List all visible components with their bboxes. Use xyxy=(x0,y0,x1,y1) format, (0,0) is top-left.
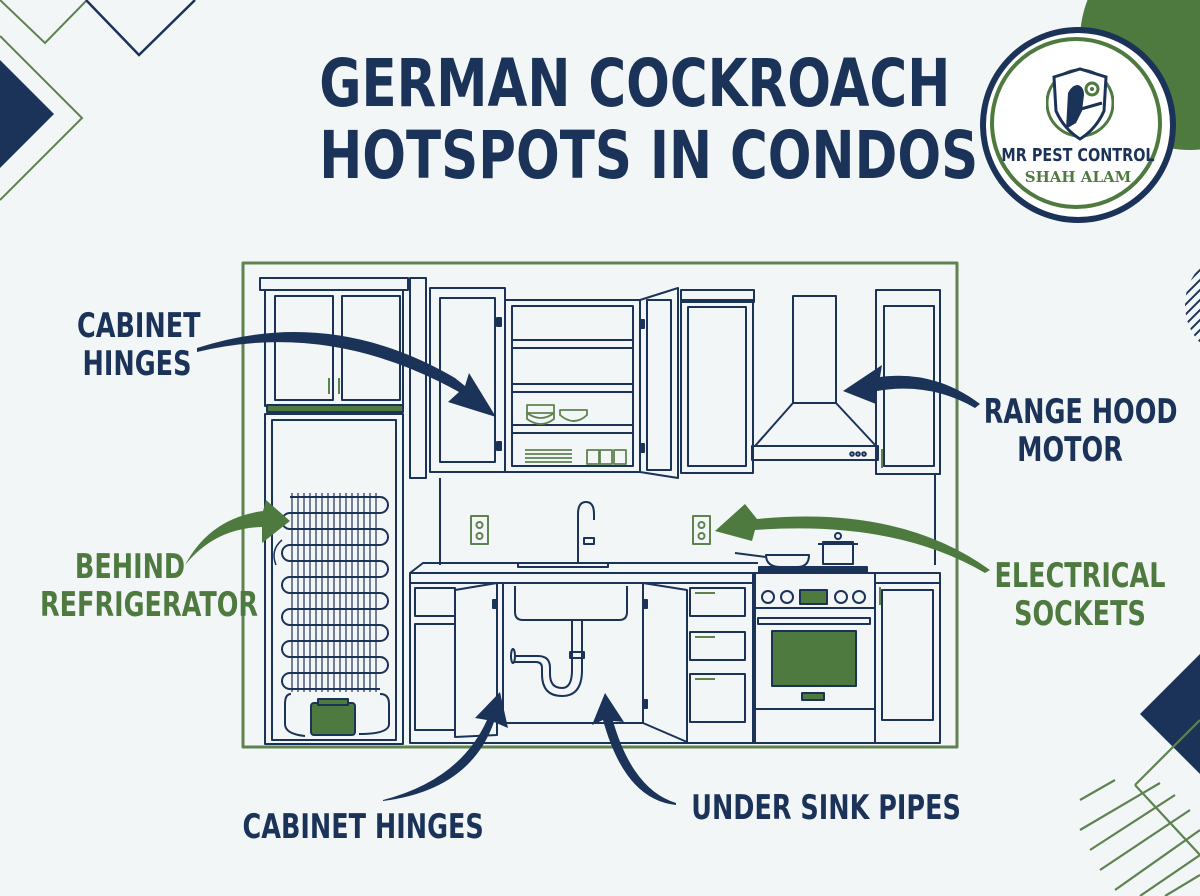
arrow-under-sink-pipes xyxy=(592,693,676,805)
green-chevron-top-left xyxy=(0,0,88,45)
title-line-2: HOTSPOTS IN CONDOS xyxy=(319,117,979,194)
electrical-socket-right xyxy=(692,515,711,545)
arrow-electrical-sockets xyxy=(715,504,990,573)
under-sink-pipes xyxy=(510,620,585,697)
arrow-cabinet-hinges-upper xyxy=(197,332,496,417)
refrigerator xyxy=(264,413,404,745)
callout-cabinet-hinges-lower: CABINET HINGES xyxy=(242,807,484,847)
logo-company-name: MR PEST CONTROL xyxy=(1001,145,1155,166)
callout-arrows xyxy=(185,332,990,805)
faucet xyxy=(577,501,595,562)
compressor xyxy=(310,702,356,736)
callout-cabinet-hinges-upper: CABINET HINGES xyxy=(77,306,201,384)
callout-under-sink-pipes: UNDER SINK PIPES xyxy=(691,788,961,828)
arrow-cabinet-hinges-lower xyxy=(383,692,508,801)
stove xyxy=(734,532,876,744)
page-title: GERMAN COCKROACH HOTSPOTS IN CONDOS xyxy=(319,45,979,194)
title-line-1: GERMAN COCKROACH xyxy=(319,45,951,122)
arrow-range-hood-motor xyxy=(843,365,980,408)
kitchen-frame xyxy=(241,261,959,749)
range-hood xyxy=(792,295,837,404)
arrow-behind-refrigerator xyxy=(185,500,290,565)
navy-chevron-top-left xyxy=(85,0,196,57)
navy-diamond-bottom-right xyxy=(1140,654,1200,774)
company-logo: MR PEST CONTROL SHAH ALAM xyxy=(980,27,1176,223)
callout-electrical-sockets: ELECTRICAL SOCKETS xyxy=(994,556,1166,634)
green-hatch-bottom-right xyxy=(1079,719,1200,896)
callout-range-hood-motor: RANGE HOOD MOTOR xyxy=(983,392,1178,470)
refrigerator-coil xyxy=(273,493,390,737)
logo-location: SHAH ALAM xyxy=(1024,168,1132,186)
electrical-socket-left xyxy=(470,515,489,545)
shield-exterminator-icon xyxy=(1046,67,1114,141)
navy-triangle-left xyxy=(0,60,54,168)
callout-behind-refrigerator: BEHIND REFRIGERATOR xyxy=(40,547,259,625)
green-chevron-left xyxy=(0,35,84,201)
